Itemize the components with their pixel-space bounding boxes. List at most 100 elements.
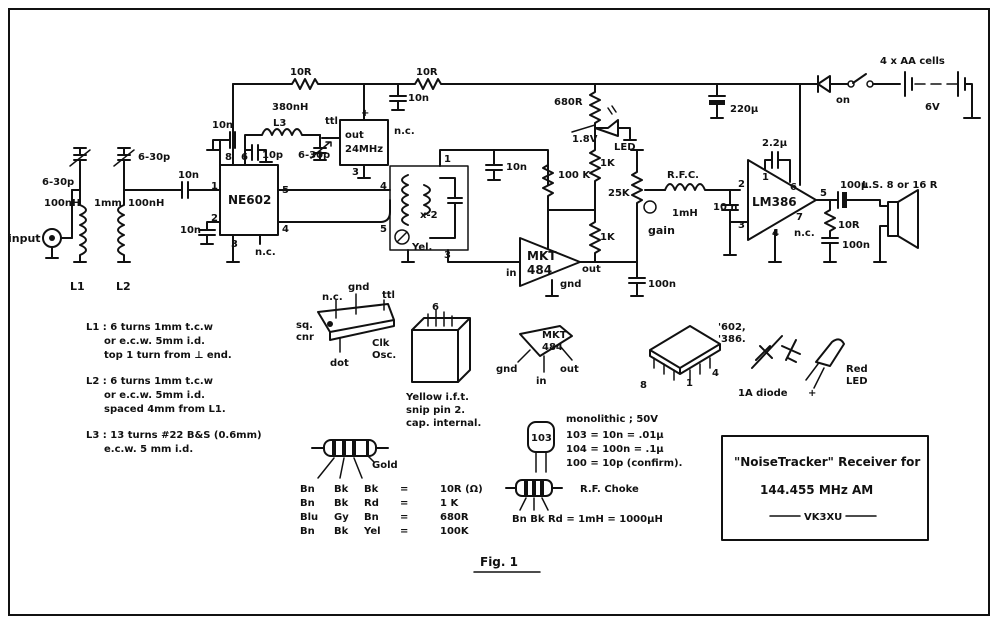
resistor-code-cell: Gy (334, 512, 349, 523)
resistor-code-cell: 680R (440, 512, 469, 523)
resistor-1k-a-label: 1K (600, 158, 616, 169)
ift-pin4: 4 (380, 181, 387, 192)
pot-25k-label: 25K (608, 188, 631, 199)
gain-label[interactable]: gain (648, 224, 675, 237)
osc-plus-mark: + (361, 108, 369, 119)
trimmer-2-label: 6-30p (138, 152, 170, 163)
resistor-code-cell: Bk (364, 484, 379, 495)
resistor-code-cell: = (400, 526, 408, 537)
resistor-code-cell: = (400, 512, 408, 523)
mkt-pinout-in: in (536, 376, 547, 387)
ic-pinout-pin1: 1 (686, 378, 693, 389)
ne602-chip (219, 164, 279, 236)
ic-dip-pinout (649, 325, 721, 381)
note-l2-3: spaced 4mm from L1. (104, 404, 226, 415)
title-line-1: "NoiseTracker" Receiver for (734, 455, 920, 469)
cap-10n-in-label: 10n (178, 170, 199, 181)
resistor-1k-b-label: 1K (600, 232, 616, 243)
osc-pinout-dot: dot (330, 358, 349, 369)
inductor-l3-label: L3 (273, 118, 286, 129)
osc-ttl-label: ttl (325, 116, 338, 127)
monolithic-line-2: 104 = 100n = .1µ (566, 444, 664, 455)
cap-10n-mid-label: 10n (506, 162, 527, 173)
title-box (721, 435, 929, 541)
input-label[interactable]: input (8, 232, 41, 245)
ift-pin-label: 6 (432, 302, 439, 313)
osc-pinout-osc: Osc. (372, 350, 396, 361)
ift-pin5: 5 (380, 224, 387, 235)
resistor-code-cell: Bn (300, 484, 315, 495)
ne602-pin3: 3 (231, 239, 238, 250)
mkt484-name: MKT (527, 249, 557, 263)
cap-10n-rail-label: 10n (408, 93, 429, 104)
mkt-pinout-number: 484 (542, 342, 563, 353)
rfc-label: R.F.C. (667, 170, 699, 181)
speaker-icon (873, 189, 919, 263)
lm386-pin1: 1 (762, 172, 769, 183)
resistor-gold-label: Gold (372, 460, 398, 471)
mkt-pinout-gnd: gnd (496, 364, 517, 375)
osc-pinout-clk: Clk (372, 338, 390, 349)
resistor-10r-3-label: 10R (838, 220, 860, 231)
trimmer-1-label: 6-30p (42, 177, 74, 188)
mkt484-pinout (517, 325, 573, 373)
speaker-label: L.S. 8 or 16 R (862, 180, 938, 191)
gain-knob-icon[interactable] (643, 200, 657, 214)
cap-10n-a-label: 10n (212, 120, 233, 131)
osc-pinout-cnr: cnr (296, 332, 314, 343)
cap-10n-386-label: 10 n (713, 202, 738, 213)
switch-on-label: on (836, 95, 850, 106)
lm386-nc-label: n.c. (794, 228, 815, 239)
ne602-pin4: 4 (282, 224, 289, 235)
battery-label: 4 x AA cells (880, 56, 945, 67)
rf-choke-title: R.F. Choke (580, 484, 639, 495)
cap-2-2u-label: 2.2µ (762, 138, 788, 149)
title-line-2: 144.455 MHz AM (760, 483, 873, 497)
note-l3-2: e.c.w. 5 mm i.d. (104, 444, 193, 455)
oscillator-module (339, 119, 389, 166)
rfc-1mh-label: 1mH (672, 208, 698, 219)
mkt-pinout-out: out (560, 364, 579, 375)
resistor-code-cell: Bn (300, 526, 315, 537)
resistor-code-cell: 100K (440, 526, 470, 537)
l1-label: L1 (70, 280, 85, 293)
figure-frame (8, 8, 990, 616)
osc-module-pinout (317, 293, 395, 353)
osc-out-label: out (345, 130, 364, 141)
lm386-pin2: 2 (738, 179, 745, 190)
cap-100n-a-label: 100n (648, 279, 676, 290)
mm-spacing-label: 1mm (94, 198, 122, 209)
resistor-code-cell: = (400, 498, 408, 509)
resistor-code-cell: Bk (334, 498, 349, 509)
mkt484-in-label: in (506, 268, 517, 279)
note-l1-3: top 1 turn from ⊥ end. (104, 350, 232, 361)
ift-note-3: cap. internal. (406, 418, 481, 429)
ic-pinout-pin8: 8 (640, 380, 647, 391)
resistor-code-cell: 1 K (440, 498, 459, 509)
ne602-pin8: 8 (225, 152, 232, 163)
ic-pinout-386: '386. (718, 334, 746, 345)
monolithic-code: 103 (531, 433, 552, 444)
red-led-label-2: LED (846, 376, 868, 387)
cap-220u-label: 220µ (730, 104, 759, 115)
ift-note-2: snip pin 2. (406, 405, 465, 416)
osc-pinout-nc: n.c. (322, 292, 343, 303)
resistor-code-cell: Blu (300, 512, 318, 523)
if-transformer (389, 165, 469, 251)
led-label: LED (614, 142, 636, 153)
mkt484-gnd-label: gnd (560, 279, 581, 290)
lm386-pin3: 3 (738, 220, 745, 231)
ne602-pin2: 2 (211, 213, 218, 224)
supply-rail (232, 78, 819, 186)
resistor-100k-label: 100 K (558, 170, 591, 181)
note-l2-2: or e.c.w. 5mm i.d. (104, 390, 205, 401)
lm386-pin7: 7 (796, 212, 803, 223)
l2-label: L2 (116, 280, 131, 293)
ift-pinout (411, 309, 471, 383)
title-callsign: VK3XU (804, 512, 842, 523)
note-l2-1: L2 : 6 turns 1mm t.c.w (86, 376, 213, 387)
ne602-nc-label: n.c. (255, 247, 276, 258)
ic-pinout-602: '602, (718, 322, 746, 333)
mkt484-out-label: out (582, 264, 601, 275)
